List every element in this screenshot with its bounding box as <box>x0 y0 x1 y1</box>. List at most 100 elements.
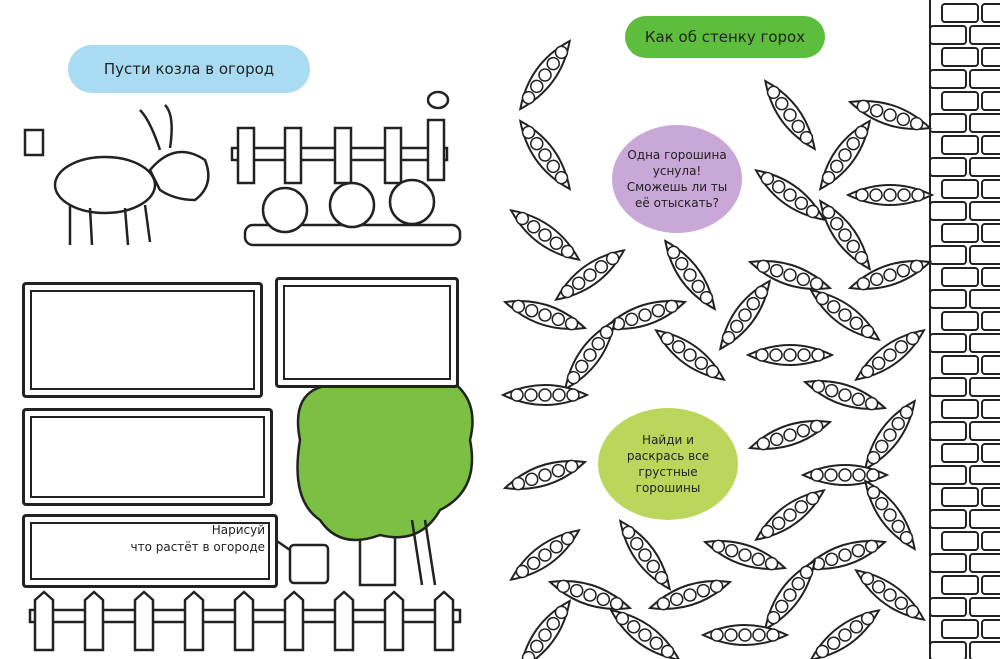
brick <box>981 399 1000 419</box>
fence-post <box>183 590 205 652</box>
brick <box>941 487 979 507</box>
brick <box>969 421 1000 441</box>
brick <box>969 69 1000 89</box>
fence-post <box>383 590 405 652</box>
brick <box>941 619 979 639</box>
brick <box>981 135 1000 155</box>
brick <box>969 509 1000 529</box>
sleeping-pea-bubble: Одна горошина уснула! Сможешь ли ты её о… <box>612 125 742 233</box>
brick <box>941 399 979 419</box>
pea-pod <box>509 208 581 262</box>
brick <box>969 157 1000 177</box>
drawing-box-3[interactable] <box>22 408 273 506</box>
brick <box>981 47 1000 67</box>
brick <box>929 465 967 485</box>
brick <box>969 377 1000 397</box>
brick <box>969 201 1000 221</box>
fence-post <box>433 590 455 652</box>
pea-pod <box>700 624 790 646</box>
pea-pod <box>554 248 626 302</box>
brick <box>941 91 979 111</box>
pea-pod <box>802 379 888 411</box>
pea-pod <box>809 608 881 659</box>
brick <box>929 333 967 353</box>
right-title: Как об стенку горох <box>644 28 806 46</box>
brick <box>929 25 967 45</box>
brick <box>929 157 967 177</box>
pea-pod <box>754 488 826 542</box>
brick <box>941 223 979 243</box>
pea-pod <box>702 539 788 571</box>
pea-pod <box>847 259 933 291</box>
brick <box>941 531 979 551</box>
fence-post <box>83 590 105 652</box>
cabbages <box>243 178 462 247</box>
fence-post <box>133 590 155 652</box>
fence-post <box>283 590 305 652</box>
pea-pod <box>518 599 572 659</box>
fence-top <box>230 90 450 185</box>
pea-pod <box>518 39 572 111</box>
fence-bottom <box>28 590 462 652</box>
pea-pod <box>609 608 681 659</box>
drawing-box-2[interactable] <box>275 277 459 388</box>
pea-pod <box>863 479 917 551</box>
brick <box>941 47 979 67</box>
left-title: Пусти козла в огород <box>103 60 275 78</box>
brick <box>941 311 979 331</box>
brick <box>929 597 967 617</box>
drawing-caption: Нарисуй что растёт в огороде <box>131 522 266 556</box>
pea-pod <box>745 344 835 366</box>
pea-pod <box>547 579 633 611</box>
pea-pod <box>847 99 933 131</box>
fence-post <box>33 590 55 652</box>
brick <box>941 443 979 463</box>
pea-pod <box>518 119 572 191</box>
drawing-box-1[interactable] <box>22 282 263 398</box>
brick <box>981 311 1000 331</box>
brick <box>929 509 967 529</box>
brick <box>969 333 1000 353</box>
pea-pod <box>654 328 726 382</box>
pea-pods <box>500 39 935 659</box>
brick <box>981 443 1000 463</box>
brick <box>929 289 967 309</box>
brick <box>941 3 979 23</box>
brick <box>929 113 967 133</box>
pea-pod <box>818 119 872 191</box>
brick <box>929 553 967 573</box>
brick <box>981 355 1000 375</box>
pea-pod <box>747 259 833 291</box>
pea-pod <box>618 519 672 591</box>
fence-post <box>233 590 255 652</box>
brick-wall <box>929 0 1000 659</box>
caption-line-2: что растёт в огороде <box>130 540 266 554</box>
pea-pod <box>863 399 917 471</box>
left-title-cloud: Пусти козла в огород <box>68 45 310 93</box>
brick <box>981 531 1000 551</box>
drawing-box-4[interactable] <box>22 514 278 588</box>
brick <box>929 201 967 221</box>
pea-pod <box>602 299 688 331</box>
fence-post <box>333 590 355 652</box>
brick <box>981 91 1000 111</box>
brick <box>941 575 979 595</box>
brick <box>929 245 967 265</box>
brick <box>929 421 967 441</box>
brick <box>941 179 979 199</box>
brick <box>969 113 1000 133</box>
pea-pod <box>647 579 733 611</box>
brick <box>981 3 1000 23</box>
pea-pod <box>818 199 872 271</box>
pea-pod <box>763 79 817 151</box>
brick <box>981 267 1000 287</box>
brick <box>929 69 967 89</box>
brick <box>969 641 1000 659</box>
pea-pod <box>502 459 588 491</box>
pea-pod <box>809 288 881 342</box>
brick <box>969 289 1000 309</box>
pea-pod <box>718 279 772 351</box>
pea-pod <box>845 184 935 206</box>
brick <box>981 487 1000 507</box>
